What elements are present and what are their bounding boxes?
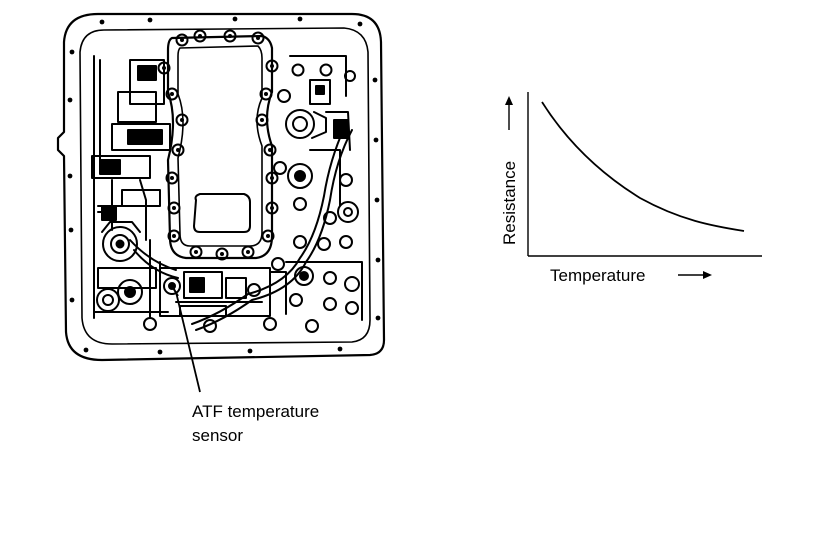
sensor-leader-line <box>175 291 201 393</box>
sensor-leader-tip <box>171 285 179 297</box>
left-valve-assembly <box>91 55 171 319</box>
x-axis-arrow-head <box>703 271 712 279</box>
strainer-bolts <box>157 29 279 261</box>
callout-line-1: ATF temperature <box>192 402 319 421</box>
wiring-harness <box>129 123 353 331</box>
y-axis-arrow-head <box>505 96 513 105</box>
resistance-curve <box>541 101 745 232</box>
oil-strainer-outline <box>166 34 274 260</box>
y-axis-label: Resistance <box>500 161 519 245</box>
strainer-window <box>193 193 251 233</box>
oil-pan-outer-flange <box>56 12 386 362</box>
callout-line-2: sensor <box>192 426 243 445</box>
right-valve-assembly <box>269 55 363 321</box>
strainer-bolt-centers <box>162 34 274 256</box>
x-axis-label: Temperature <box>550 266 645 285</box>
lower-valve-assembly <box>143 267 319 333</box>
valve-body-illustration <box>56 12 386 362</box>
resistance-temperature-graph: Resistance Temperature <box>500 92 762 285</box>
flange-bolts <box>67 16 381 355</box>
oil-pan-inner-rim <box>79 27 371 345</box>
